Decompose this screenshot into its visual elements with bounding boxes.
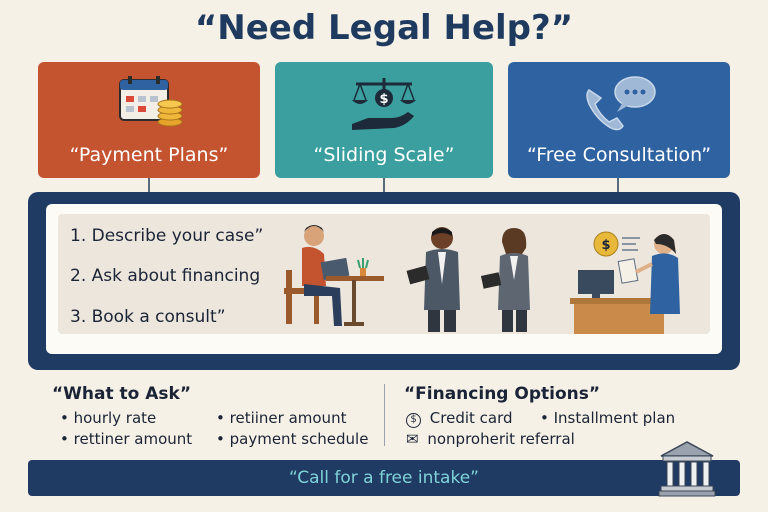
calendar-coins-icon	[114, 74, 184, 137]
man-tablet-figure	[406, 227, 460, 332]
payment-plans-card[interactable]: “Payment Plans”	[38, 62, 260, 178]
courthouse-icon	[657, 440, 717, 503]
financing-item-referral: ✉ nonproherit referral	[406, 430, 575, 448]
reception-desk-figure: $	[570, 231, 680, 334]
what-to-ask-title: “What to Ask”	[52, 384, 192, 404]
dollar-circle-icon: $	[406, 413, 421, 428]
what-to-ask-item: • payment schedule	[216, 430, 369, 448]
people-illustration: $	[280, 214, 700, 339]
step-ask-financing: 2. Ask about financing	[70, 266, 261, 286]
free-consultation-label: “Free Consultation”	[526, 144, 712, 166]
what-to-ask-item: • retiiner amount	[216, 409, 347, 427]
call-intake-button[interactable]: “Call for a free intake”	[28, 460, 740, 496]
scale-hand-icon: $	[348, 74, 420, 139]
svg-text:$: $	[379, 92, 388, 107]
phone-chat-icon	[579, 74, 659, 139]
financing-item-installment: • Installment plan	[540, 409, 676, 427]
column-divider	[384, 384, 385, 446]
svg-text:$: $	[601, 238, 610, 253]
sliding-scale-label: “Sliding Scale”	[313, 144, 455, 166]
payment-plans-label: “Payment Plans”	[69, 144, 229, 166]
what-to-ask-item: • hourly rate	[60, 409, 157, 427]
page-title: “Need Legal Help?”	[194, 8, 574, 48]
envelope-icon: ✉	[406, 430, 419, 448]
financing-item-credit-card: $ Credit card	[406, 409, 513, 428]
step-book-consult: 3. Book a consult”	[70, 307, 226, 327]
step-describe-case: 1. Describe your case”	[70, 226, 264, 246]
free-consultation-card[interactable]: “Free Consultation”	[508, 62, 730, 178]
person-laptop-figure	[284, 225, 384, 326]
financing-options-title: “Financing Options”	[404, 384, 601, 404]
what-to-ask-item: • rettiner amount	[60, 430, 193, 448]
sliding-scale-card[interactable]: $ “Sliding Scale”	[275, 62, 493, 178]
woman-tablet-figure	[480, 228, 530, 332]
